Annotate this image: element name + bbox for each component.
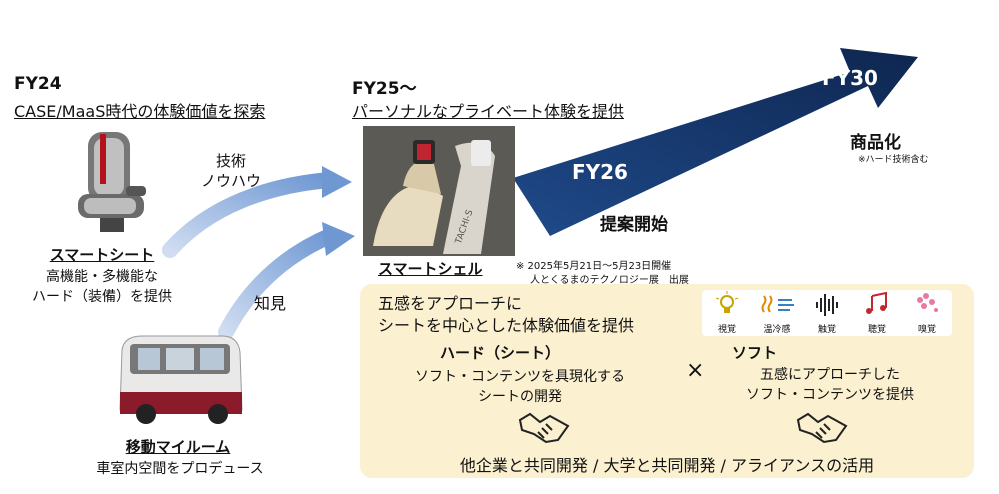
smart-seat-image — [78, 132, 146, 232]
arrow-label-tech: 技術 — [215, 152, 246, 170]
smart-shell-title: スマートシェル — [378, 260, 483, 278]
sense-touch: 触覚 — [802, 290, 852, 335]
soft-desc-1: 五感にアプローチした — [760, 367, 900, 383]
sense-label: 視覚 — [717, 325, 736, 335]
proposal-start-label: 提案開始 — [600, 215, 668, 235]
smart-seat-desc-1: 高機能・多機能な — [46, 269, 158, 285]
cross-symbol: × — [686, 358, 705, 383]
panel-headline-2: シートを中心とした体験価値を提供 — [378, 316, 635, 335]
mobile-room-title: 移動マイルーム — [125, 438, 231, 456]
commercialization-label: 商品化 — [850, 133, 901, 153]
fy30-label: FY30 — [822, 66, 878, 90]
hard-desc-1: ソフト・コンテンツを具現化する — [415, 369, 625, 385]
panel-footer: 他企業と共同開発 / 大学と共同開発 / アライアンスの活用 — [459, 456, 875, 475]
sense-label: 温冷感 — [763, 325, 791, 335]
soft-desc-2: ソフト・コンテンツを提供 — [746, 387, 914, 403]
sense-label: 触覚 — [817, 325, 836, 335]
sense-smell: 嗅覚 — [902, 290, 952, 335]
handshake-icon — [518, 412, 570, 444]
heat-wind-icon — [761, 295, 794, 313]
exhibit-note-2: 人とくるまのテクノロジー展 出展 — [530, 275, 689, 286]
smart-shell-illustration — [363, 126, 515, 256]
fy24-label: FY24 — [14, 74, 62, 94]
arrow-label-insight: 知見 — [254, 294, 287, 313]
lightbulb-icon — [715, 291, 739, 313]
fy26-label: FY26 — [572, 160, 628, 184]
sense-sight: 視覚 — [702, 290, 752, 335]
exhibit-note-1: ※ 2025年5月21日～5月23日開催 — [516, 261, 672, 272]
hard-desc-2: シートの開発 — [478, 389, 562, 405]
sense-hearing: 聴覚 — [852, 290, 902, 335]
panel-headline-1: 五感をアプローチに — [378, 294, 523, 313]
fy25-label: FY25～ — [352, 79, 417, 99]
sense-temperature: 温冷感 — [752, 290, 802, 335]
fy24-subtitle: CASE/MaaS時代の体験価値を探索 — [14, 102, 266, 121]
mobile-room-desc: 車室内空間をプロデュース — [96, 461, 264, 477]
fy25-subtitle: パーソナルなプライベート体験を提供 — [352, 102, 625, 121]
music-note-icon — [866, 291, 887, 314]
value-panel: 五感をアプローチに シートを中心とした体験価値を提供 視覚 温冷感 — [360, 284, 974, 478]
handshake-icon — [796, 412, 848, 444]
senses-strip: 視覚 温冷感 触覚 — [702, 290, 952, 336]
smart-seat-desc-2: ハード（装備）を提供 — [32, 289, 172, 305]
smart-seat-title: スマートシート — [49, 246, 155, 264]
hard-title: ハード（シート） — [439, 344, 560, 362]
flower-icon — [917, 293, 938, 312]
mobile-room-image — [119, 335, 243, 424]
sense-label: 聴覚 — [867, 325, 886, 335]
sense-label: 嗅覚 — [917, 325, 936, 335]
soft-title: ソフト — [732, 344, 778, 362]
sound-wave-icon — [816, 294, 838, 316]
commercialization-note: ※ハード技術含む — [858, 155, 929, 165]
arrow-label-knowhow: ノウハウ — [200, 172, 261, 190]
smart-shell-image: TACHI-S — [363, 126, 515, 256]
